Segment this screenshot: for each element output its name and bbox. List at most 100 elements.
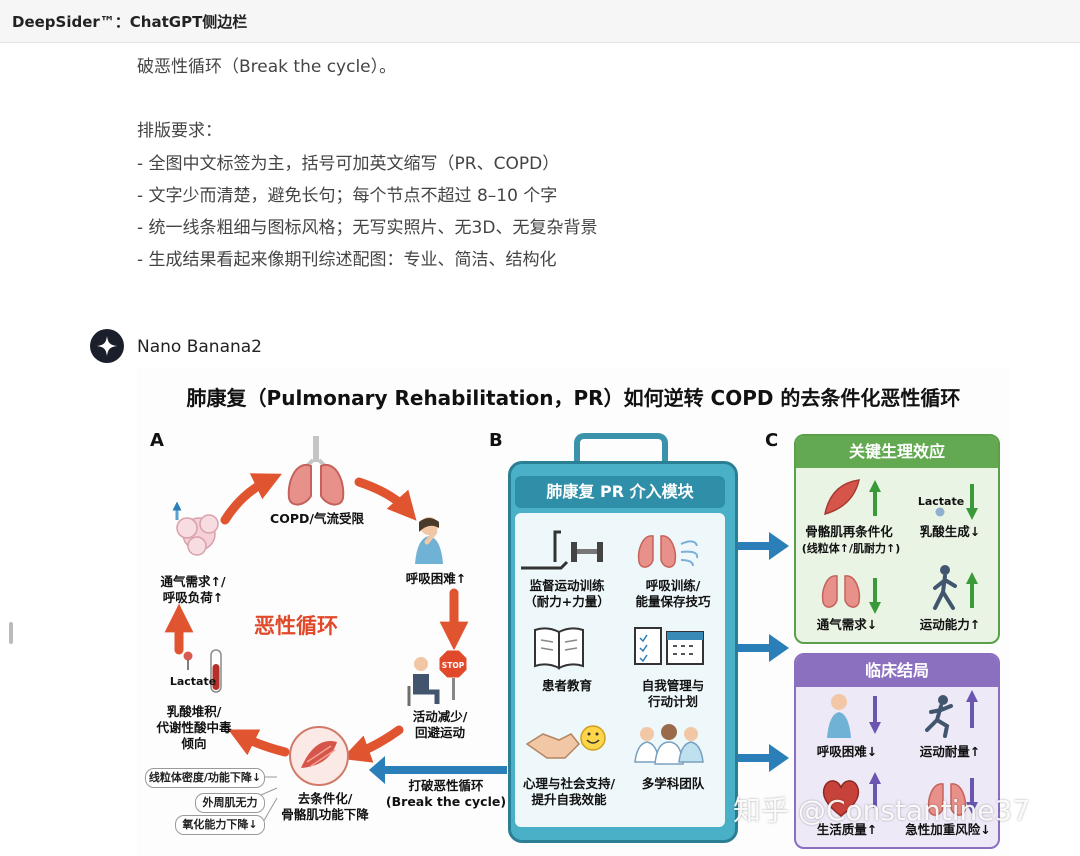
handshake-smile-icon [525, 725, 606, 759]
module-label: 患者教育 [541, 678, 592, 693]
module-label-line1: 监督运动训练 [529, 578, 605, 593]
clinical-outcome-label: 生活质量↑ [816, 822, 878, 837]
physio-effect-label: 乳酸生成↓ [919, 524, 981, 539]
prompt-line: - 全图中文标签为主，括号可加英文缩写（PR、COPD） [137, 153, 560, 174]
stop-sign-icon: STOP [438, 649, 468, 700]
node-lactate-line1: 乳酸堆积/ [166, 704, 222, 719]
running-person-icon [925, 695, 953, 738]
prompt-line: - 生成结果看起来像期刊综述配图：专业、简洁、结构化 [137, 250, 557, 271]
panel-a-letter: A [150, 430, 164, 451]
to-outcome-arrow [735, 634, 789, 662]
reply-sender-name: Nano Banana2 [137, 337, 262, 357]
node-lactate: 乳酸堆积/ 代谢性酸中毒 倾向 [139, 704, 249, 752]
physio-effect-label: 骨骼肌再条件化 [805, 524, 893, 539]
lungs-icon [287, 436, 345, 506]
physio-effects-box: 关键生理效应 [794, 434, 1000, 644]
app-titlebar: DeepSider™：ChatGPT侧边栏 [0, 0, 1080, 43]
module-label: 心理与社会支持/ 提升自我效能 [517, 776, 621, 808]
to-clinical-arrow [735, 744, 789, 772]
walking-person-icon [933, 565, 957, 610]
panel-c-icons [821, 479, 978, 817]
muscle-icon [824, 479, 860, 516]
clinical-outcome-label: 运动耐量↑ [919, 744, 981, 759]
cycle-arrows [164, 473, 469, 763]
module-label-line1: 自我管理与 [641, 678, 705, 693]
clinical-outcome-label: 急性加重风险↓ [905, 822, 991, 837]
medical-team-icon [634, 724, 704, 765]
generated-figure-image: 肺康复（Pulmonary Rehabilitation，PR）如何逆转 COP… [137, 368, 1010, 856]
coughing-person-icon [827, 694, 851, 738]
model-avatar [90, 329, 124, 363]
test-tube-icon [210, 649, 222, 693]
module-label: 自我管理与 行动计划 [623, 678, 723, 710]
break-cycle-label: 打破恶性循环 (Break the cycle) [385, 778, 507, 810]
subfactor-pill: 氧化能力下降↓ [175, 815, 265, 835]
lactate-molecule-icon [183, 651, 193, 670]
stop-sign-text: STOP [442, 661, 465, 670]
lungs-icon [821, 575, 861, 608]
to-physio-arrow [735, 532, 789, 560]
node-copd: COPD/气流受限 [270, 511, 364, 526]
prompt-line: 排版要求： [137, 121, 222, 142]
kit-handle [574, 433, 668, 465]
node-lactate-line3: 倾向 [181, 736, 207, 751]
module-label-line2: 行动计划 [647, 694, 698, 709]
physio-effect-label: 通气需求↓ [816, 617, 878, 632]
kit-modules [515, 513, 725, 827]
user-prompt-message: 破恶性循环（Break the cycle）。 排版要求： - 全图中文标签为主… [137, 51, 897, 277]
cycle-arrow [354, 477, 417, 521]
break-cycle-arrow [369, 756, 507, 784]
module-label-line2: 提升自我效能 [531, 792, 607, 807]
sidebar-resize-handle[interactable] [9, 622, 13, 644]
cycle-arrow [220, 473, 282, 525]
kit-header: 肺康复 PR 介入模块 [515, 476, 725, 508]
node-dyspnea: 呼吸困难↑ [405, 571, 467, 586]
cycle-arrow [228, 729, 290, 757]
lactate-molecule-icon [935, 507, 945, 517]
module-label-line2: （耐力+力量） [524, 594, 610, 609]
physio-effects-header: 关键生理效应 [796, 436, 998, 468]
prompt-line: 破恶性循环（Break the cycle）。 [137, 57, 397, 77]
module-label-line1: 呼吸训练/ [645, 578, 701, 593]
subfactor-pill: 线粒体密度/功能下降↓ [145, 768, 265, 788]
module-label: 多学科团队 [641, 776, 705, 791]
node-deconditioning: 去条件化/ 骨骼肌功能下降 [271, 791, 379, 823]
node-ventilation: 通气需求↑/ 呼吸负荷↑ [145, 574, 241, 606]
sparkle-icon [97, 336, 117, 356]
node-decond-line1: 去条件化/ [297, 791, 353, 806]
subfactor-pill: 外周肌无力 [195, 793, 265, 813]
clinical-outcomes-box: 临床结局 [794, 653, 1000, 849]
muscle-icon [289, 726, 349, 786]
alveoli-icon [172, 501, 219, 556]
lungs-wind-icon [637, 535, 699, 568]
dyspnea-person-icon [415, 517, 443, 564]
panel-b-letter: B [489, 430, 503, 451]
break-cycle-line1: 打破恶性循环 [408, 778, 484, 793]
node-vent-line1: 通气需求↑/ [160, 574, 226, 589]
node-activity: 活动减少/ 回避运动 [399, 709, 481, 741]
lungs-icon [927, 783, 967, 816]
sitting-person-icon [407, 657, 440, 706]
panel-c-letter: C [765, 430, 779, 451]
prompt-line: - 文字少而清楚，避免长句；每个节点不超过 8–10 个字 [137, 185, 558, 206]
figure-title: 肺康复（Pulmonary Rehabilitation，PR）如何逆转 COP… [186, 386, 961, 410]
module-label: 呼吸训练/ 能量保存技巧 [623, 578, 723, 610]
node-lactate-line2: 代谢性酸中毒 [156, 720, 232, 735]
zhihu-watermark: 知乎 @Constantine37 [733, 794, 1031, 827]
cycle-arrow [341, 725, 404, 763]
node-decond-line2: 骨骼肌功能下降 [281, 807, 369, 822]
panel-b-icons [521, 530, 704, 765]
lactate-tag: Lactate [917, 495, 965, 508]
lactate-tag: Lactate [169, 675, 217, 688]
node-activity-line1: 活动减少/ [412, 709, 468, 724]
checklist-calendar-icon [634, 627, 704, 665]
treadmill-dumbbell-icon [521, 530, 603, 570]
break-cycle-line2: (Break the cycle) [385, 794, 507, 809]
physio-effect-label: 运动能力↑ [919, 617, 981, 632]
heart-icon [822, 780, 860, 817]
node-activity-line2: 回避运动 [414, 725, 465, 740]
physio-effect-sublabel: (线粒体↑/肌耐力↑) [801, 542, 901, 555]
clinical-outcomes-header: 临床结局 [796, 655, 998, 687]
node-vent-line2: 呼吸负荷↑ [162, 590, 224, 605]
module-label-line2: 能量保存技巧 [635, 594, 711, 609]
